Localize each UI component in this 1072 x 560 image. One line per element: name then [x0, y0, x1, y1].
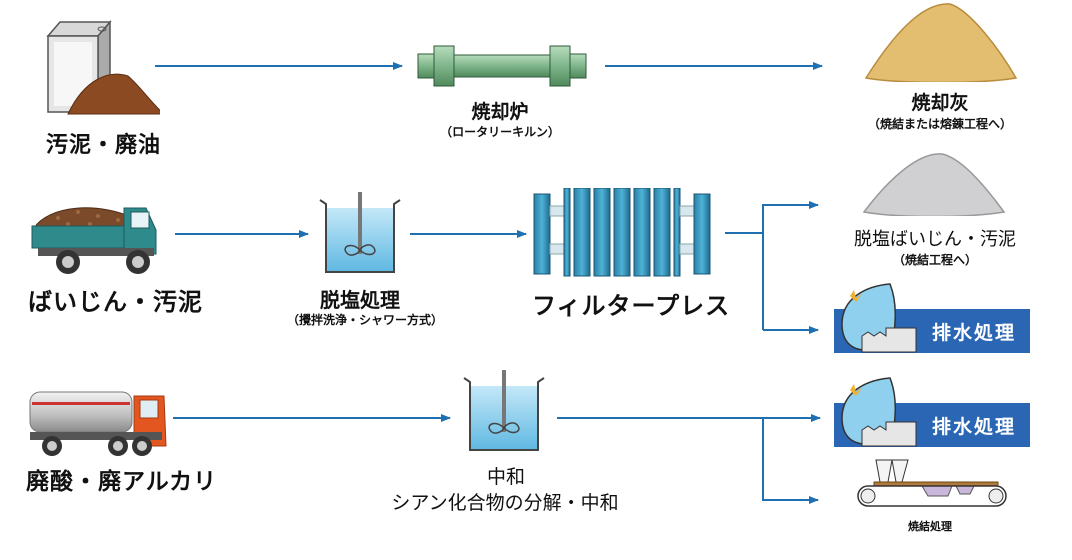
source-waste-acid-alkali	[26, 388, 170, 460]
process-sublabel: （攪拌洗浄・シャワー方式）	[286, 313, 443, 327]
mixing-tank-icon	[319, 192, 401, 273]
process-rotary-kiln	[416, 42, 588, 90]
source-label: ばいじん・汚泥	[28, 288, 203, 316]
source-fly-ash-sludge	[28, 198, 172, 280]
badge-label: 排水処理	[931, 321, 1016, 344]
process-label: 脱塩処理	[320, 288, 400, 312]
output-sintering	[852, 456, 1012, 508]
process-neutralization-tank	[456, 368, 556, 456]
source-label: 汚泥・廃油	[46, 133, 162, 158]
process-label: 中和	[486, 466, 525, 488]
source-label: 廃酸・廃アルカリ	[26, 469, 218, 495]
process-filter-press	[532, 187, 718, 278]
source-sludge-oil	[40, 8, 166, 118]
drum-and-sludge-pile-icon	[46, 19, 166, 115]
dump-truck-icon	[31, 207, 157, 274]
output-label: 焼結処理	[908, 520, 952, 533]
badge-label: 排水処理	[931, 415, 1016, 438]
arrow-to-desalted-dust	[762, 201, 819, 330]
output-sublabel: （焼結または熔錬工程へ）	[867, 117, 1012, 131]
process-desalination-tank	[312, 190, 412, 278]
process2-label: フィルタープレス	[532, 292, 731, 320]
output-sublabel: （焼結工程へ）	[892, 253, 977, 267]
mixing-tank-icon	[463, 370, 545, 451]
output-desalted-dust	[858, 150, 1008, 218]
filter-press-icon	[533, 187, 711, 277]
output-label: 脱塩ばいじん・汚泥	[854, 229, 1016, 250]
sintering-conveyor-icon	[857, 459, 1007, 507]
output-wastewater-treatment-2: 排水処理	[832, 374, 1032, 449]
wastewater-treatment-icon	[841, 283, 917, 353]
wastewater-treatment-icon	[841, 377, 917, 447]
ash-pile-icon	[864, 3, 1018, 84]
output-wastewater-treatment-1: 排水処理	[832, 280, 1032, 355]
process-sublabel: シアン化合物の分解・中和	[391, 492, 619, 514]
arrow-to-sintering	[762, 418, 819, 504]
output-incineration-ash	[860, 0, 1020, 84]
rotary-kiln-icon	[417, 45, 587, 87]
process-label: 焼却炉	[471, 101, 529, 123]
gray-dust-pile-icon	[862, 153, 1006, 218]
process-sublabel: （ロータリーキルン）	[440, 125, 560, 139]
tanker-truck-icon	[29, 391, 167, 456]
output-label: 焼却灰	[911, 92, 969, 114]
